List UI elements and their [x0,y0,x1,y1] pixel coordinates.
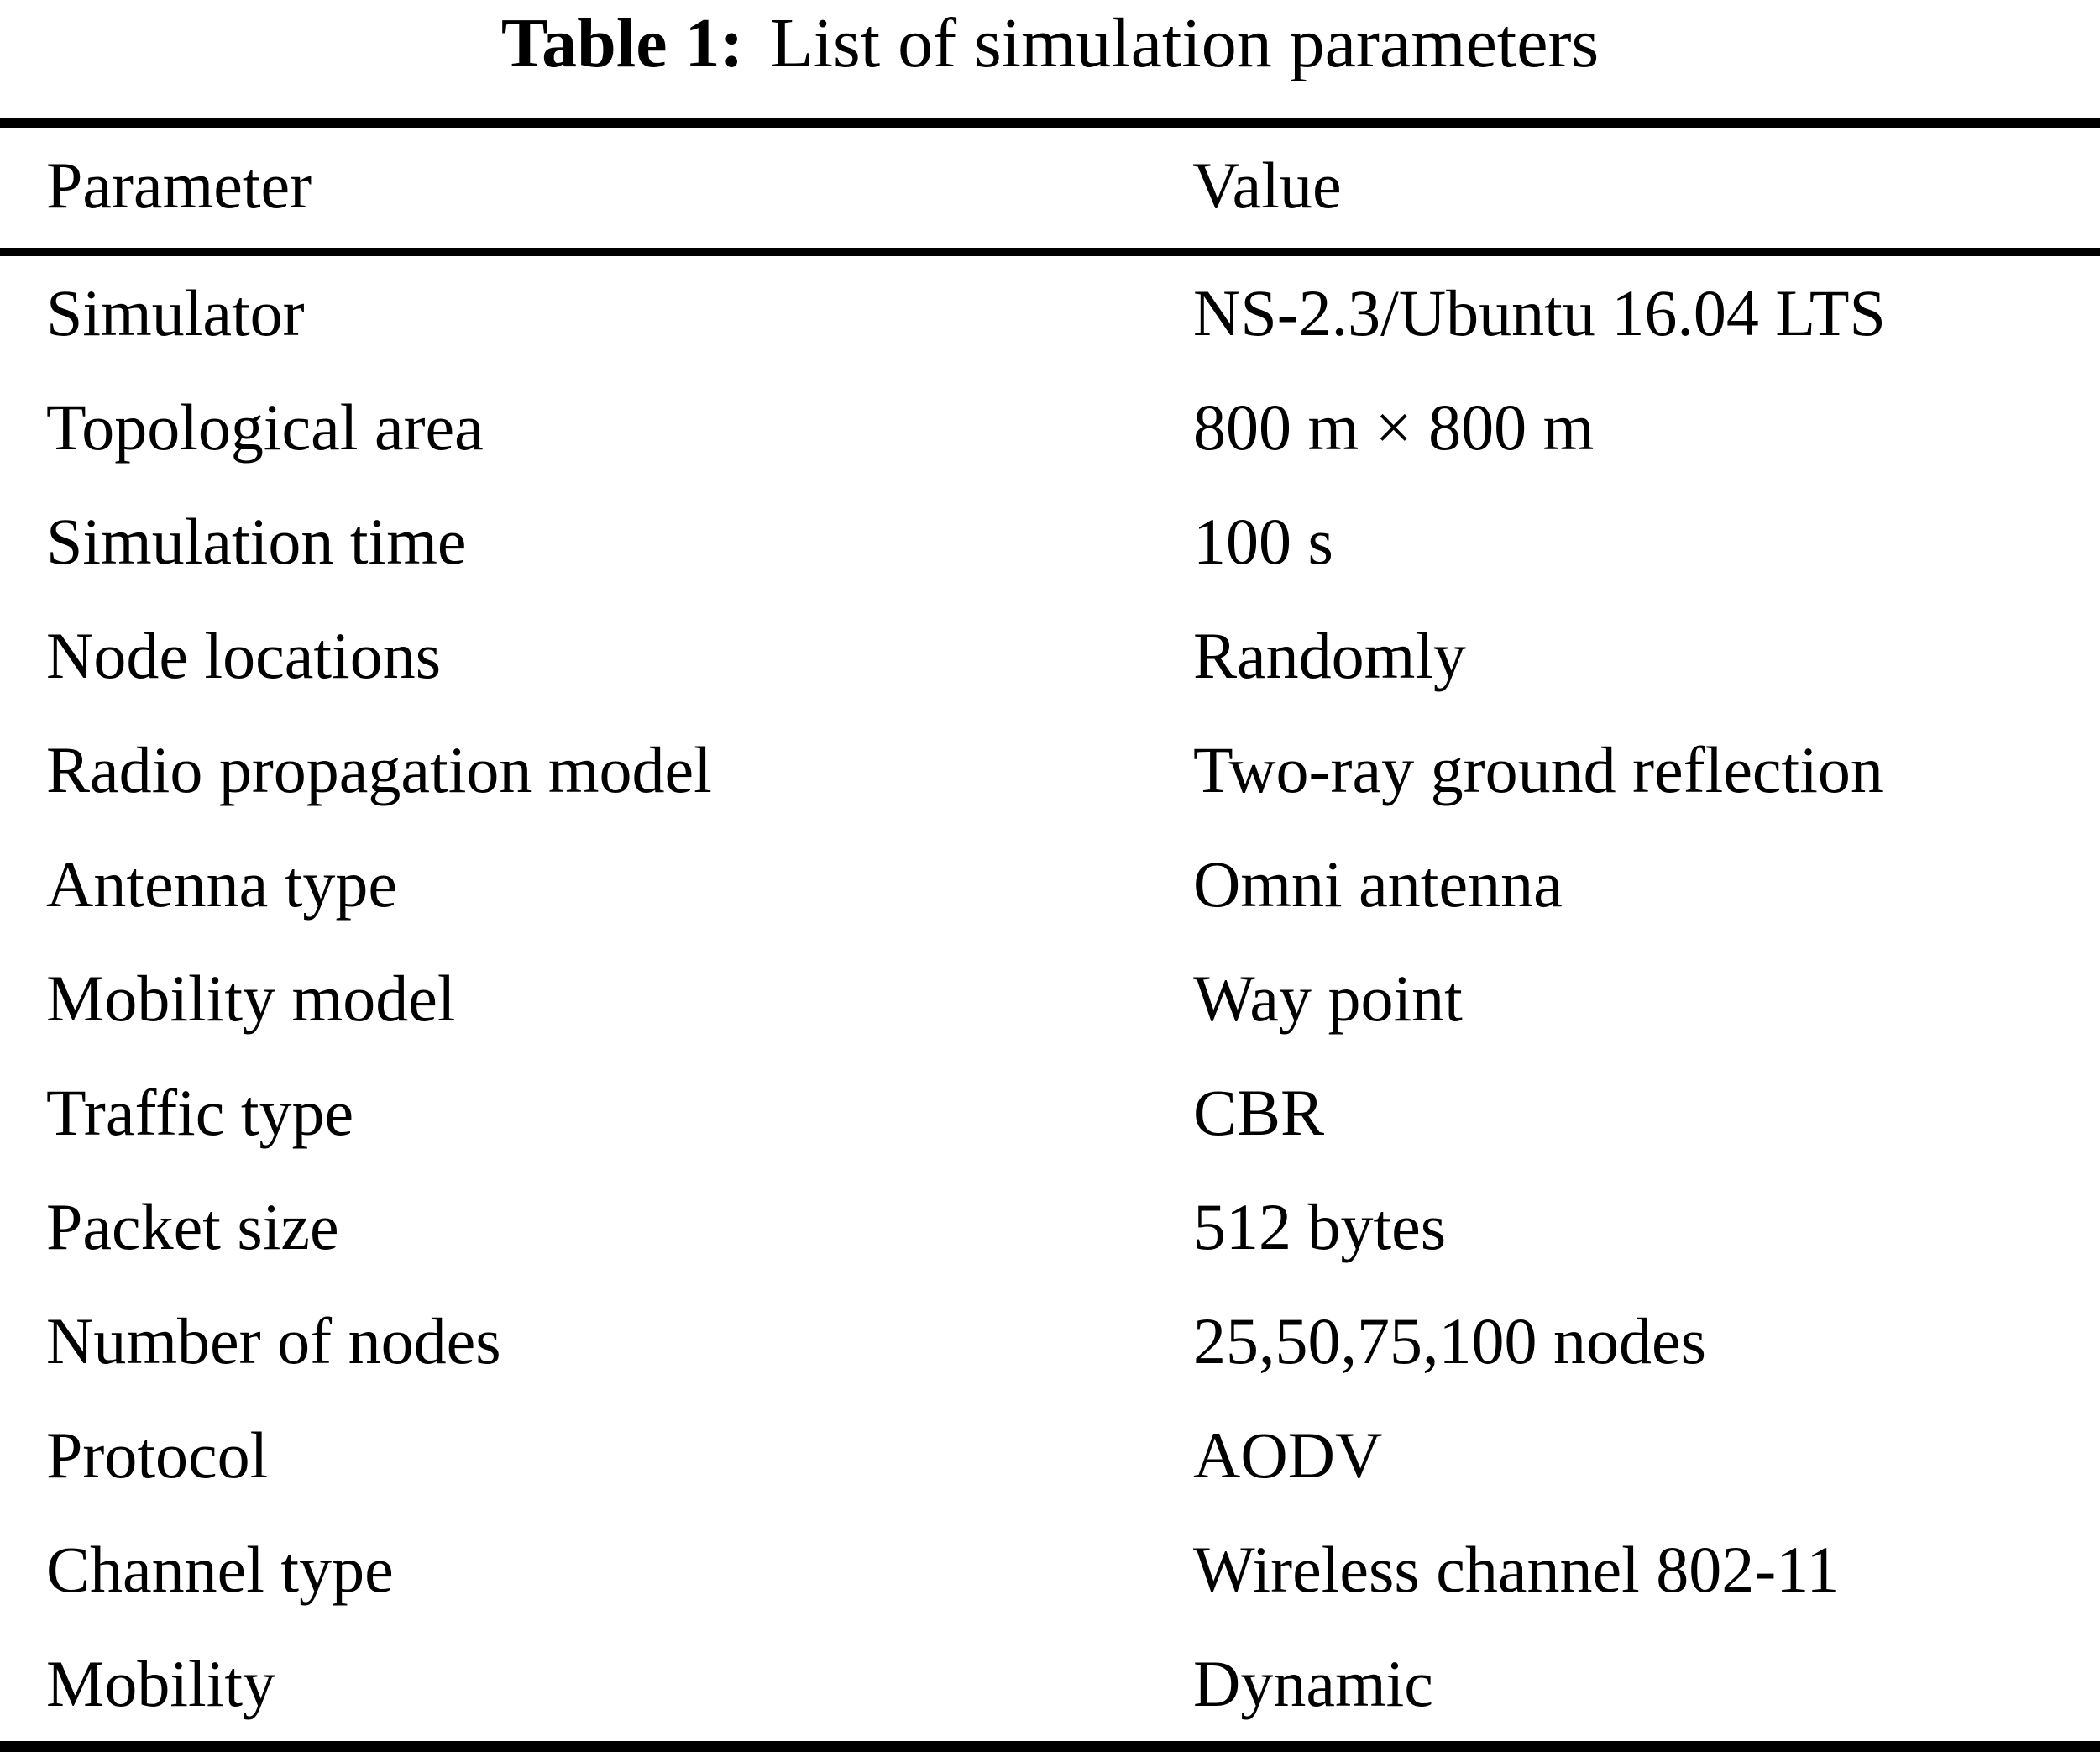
table-row: Mobility model Way point [0,942,2100,1056]
value-cell: 100 s [1193,505,1333,578]
value-cell: Randomly [1193,619,1466,692]
table-row: Protocol AODV [0,1398,2100,1513]
table-row: Channel type Wireless channel 802-11 [0,1513,2100,1627]
value-cell: CBR [1193,1076,1325,1149]
param-cell: Radio propagation model [46,733,712,806]
param-cell: Topological area [46,391,484,464]
table-caption: Table 1: List of simulation parameters [0,0,2100,118]
table-row: Packet size 512 bytes [0,1170,2100,1284]
column-header-parameter: Parameter [0,123,1192,256]
table-row: Topological area 800 m × 800 m [0,370,2100,485]
table-row: Simulator NS-2.3/Ubuntu 16.04 LTS [0,252,2100,370]
value-cell: Wireless channel 802-11 [1193,1533,1840,1606]
table-row: Traffic type CBR [0,1056,2100,1170]
value-cell: 512 bytes [1193,1190,1447,1263]
column-header-value: Value [1192,123,2100,256]
table-caption-text: List of simulation parameters [770,4,1600,82]
param-cell: Channel type [46,1533,394,1606]
param-cell: Node locations [46,619,442,692]
param-cell: Simulation time [46,505,467,578]
param-cell: Antenna type [46,847,398,921]
param-cell: Traffic type [46,1076,354,1149]
param-cell: Simulator [46,276,305,349]
param-cell: Number of nodes [46,1304,501,1377]
value-cell: NS-2.3/Ubuntu 16.04 LTS [1193,276,1886,349]
table-row: Simulation time 100 s [0,485,2100,599]
param-cell: Mobility model [46,962,456,1035]
simulation-parameters-table: Parameter Value Simulator NS-2.3/Ubuntu … [0,118,2100,1752]
header-row: Parameter Value [0,123,2100,256]
param-cell: Protocol [46,1419,269,1492]
value-cell: 800 m × 800 m [1193,391,1595,464]
value-cell: Two-ray ground reflection [1193,733,1883,806]
table-row: Mobility Dynamic [0,1627,2100,1747]
table-row: Antenna type Omni antenna [0,827,2100,942]
table-row: Number of nodes 25,50,75,100 nodes [0,1284,2100,1398]
table-row: Node locations Randomly [0,599,2100,713]
value-cell: Omni antenna [1193,847,1563,921]
table-row: Radio propagation model Two-ray ground r… [0,713,2100,827]
value-cell: 25,50,75,100 nodes [1193,1304,1706,1377]
param-cell: Mobility [46,1647,276,1720]
table-caption-label: Table 1: [500,4,744,82]
value-cell: Way point [1193,962,1463,1035]
value-cell: Dynamic [1193,1647,1433,1720]
param-cell: Packet size [46,1190,339,1263]
value-cell: AODV [1193,1419,1383,1492]
